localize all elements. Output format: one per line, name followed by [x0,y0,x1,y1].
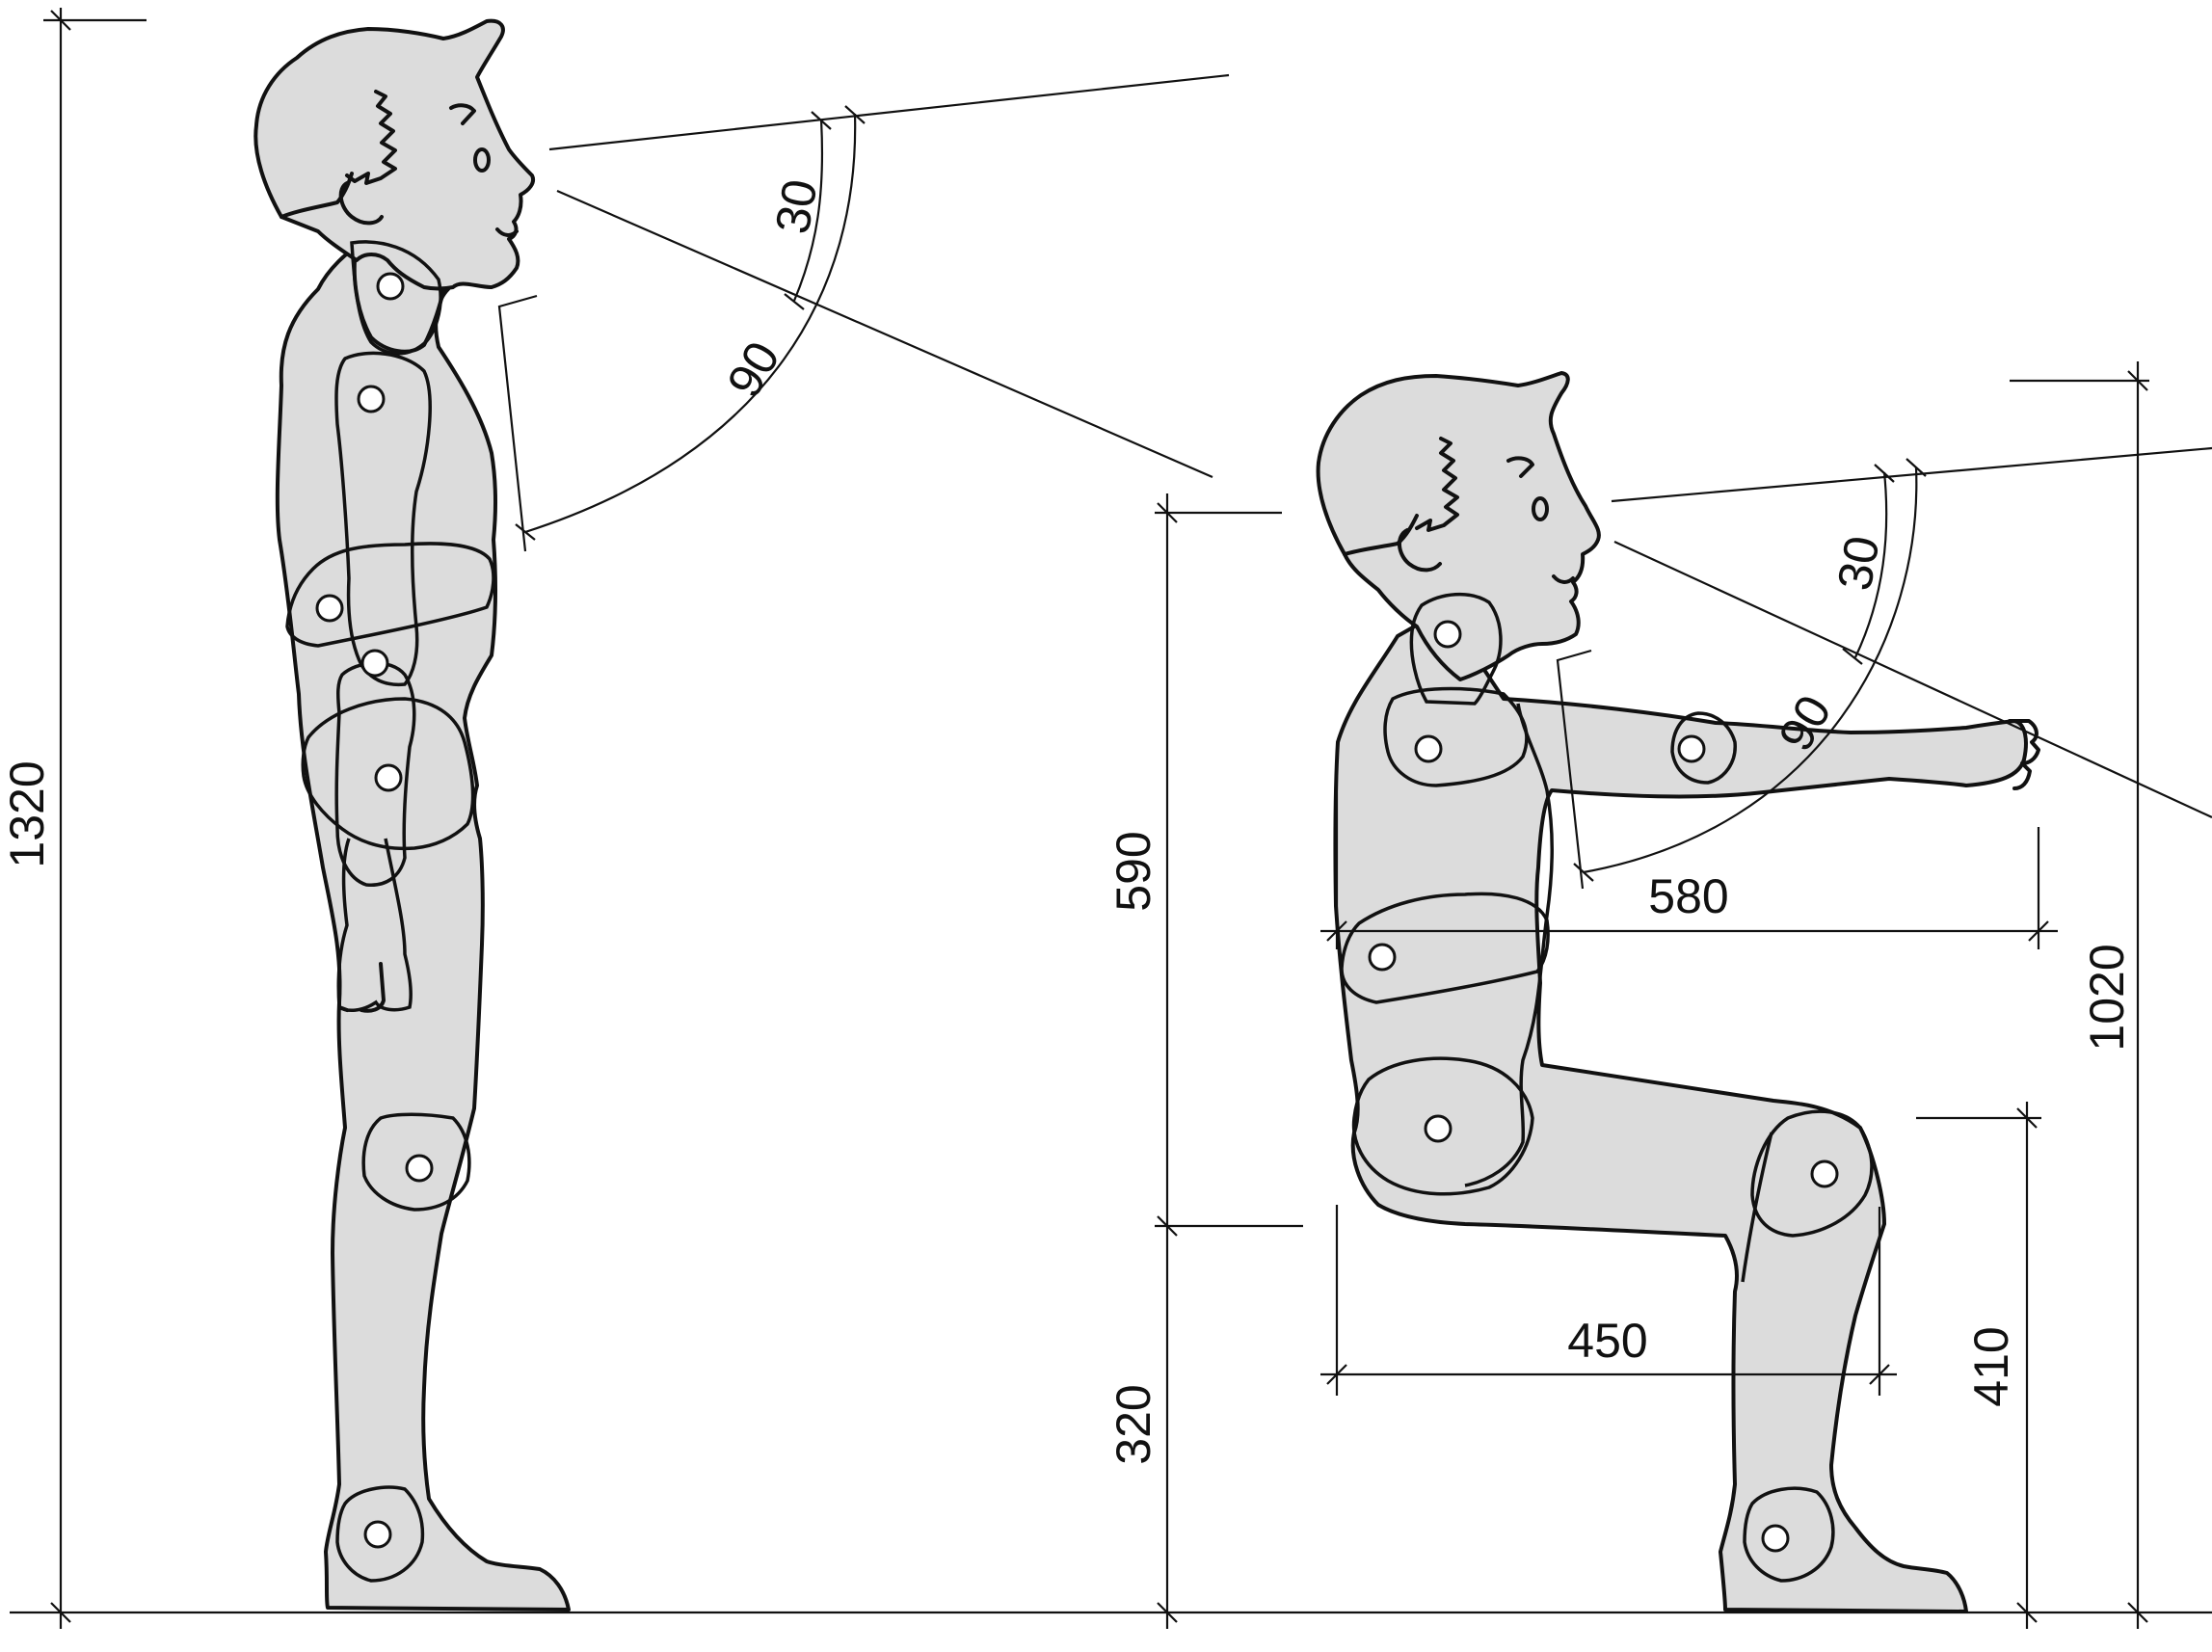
squatting-arc-tick-2 [1906,458,1927,477]
standing-head [253,18,535,291]
standing-arc-tick-3 [784,293,805,310]
squatting-seat-height-label: 320 [1106,1384,1160,1464]
squatting-joint-knee [1810,1159,1839,1188]
squatting-knee-outline [1750,1109,1874,1238]
squatting-arc-tick-1 [1874,464,1895,483]
standing-sight-lower [556,189,1213,479]
squatting-shoulder-outline [1383,686,1529,787]
standing-arc-30 [792,119,824,302]
standing-hair [280,90,397,219]
squatting-brow [1506,456,1534,478]
squatting-sight-lower [1613,541,2212,818]
standing-arc-90 [524,113,857,534]
squatting-joint-pelvis [1368,943,1397,972]
squatting-body-silhouette [1333,615,2028,1613]
standing-joint-neck [376,272,405,301]
standing-upper-arm-outline [334,351,432,687]
squatting-upper-height-label: 590 [1106,831,1160,911]
squatting-mouth [1552,574,1575,584]
squatting-figure: 30 90 590 320 1020 410 580 [1106,361,2212,1629]
squatting-joint-elbow [1677,734,1706,763]
squatting-joint-ankle [1761,1524,1790,1553]
squatting-left-tick-top [1157,502,1178,523]
standing-sight-upper [548,73,1230,151]
squatting-joint-neck [1433,620,1462,649]
standing-ear [338,181,384,226]
squatting-overall-height-label: 1020 [2080,944,2134,1051]
squatting-joint-hip [1424,1114,1452,1143]
squatting-pelvis-outline [1340,892,1550,1004]
squatting-knee-tick-bottom [2016,1602,2038,1623]
squatting-arc-90 [1583,466,1918,874]
standing-brow [449,103,476,125]
standing-body-silhouette [275,239,571,1612]
squatting-arc-30 [1854,471,1888,658]
standing-figure: 30 90 1320 [0,8,1230,1629]
standing-pelvis-outline [285,542,495,648]
standing-height-tick-top [50,10,71,31]
squatting-chin-reference [1556,649,1592,890]
squatting-sight-upper [1611,446,2212,503]
squatting-overall-tick-bottom [2127,1602,2148,1623]
standing-arc-tick-4 [515,523,536,541]
squatting-arc-tick-3 [1842,648,1863,665]
squatting-ear [1398,528,1442,573]
standing-hand [337,952,386,1013]
squatting-reach-tick-right [2028,920,2049,942]
squatting-joint-shoulder [1414,734,1443,763]
standing-joint-ankle [363,1520,392,1549]
standing-height-tick-bottom [50,1602,71,1623]
standing-joint-knee [405,1154,434,1183]
standing-forearm-outline [336,838,413,1013]
standing-angle-30-label: 30 [765,175,828,238]
squatting-reach-label: 580 [1648,869,1728,923]
squatting-shin-outline [1741,1132,1773,1283]
standing-angle-90-label: 90 [717,333,790,406]
squatting-left-tick-mid [1157,1215,1178,1237]
squatting-knee-tick-top [2016,1107,2038,1129]
squatting-eye [1532,496,1549,521]
squatting-fist [2008,719,2040,790]
squatting-torso-outline [1464,703,1554,1187]
standing-joint-shoulder [357,385,386,413]
squatting-thigh-tick-right [1869,1364,1890,1385]
standing-joint-pelvis [315,594,344,623]
squatting-thigh-tick-left [1326,1364,1347,1385]
squatting-hip-outline [1351,1056,1534,1196]
standing-thigh-outline [301,697,475,851]
squatting-knee-height-label: 410 [1964,1326,2018,1406]
standing-mouth [495,227,519,237]
squatting-thigh-depth-label: 450 [1567,1314,1647,1368]
standing-shoulder-outline [350,240,442,356]
squatting-ankle-outline [1743,1486,1835,1583]
squatting-overall-tick-top [2127,370,2148,391]
squatting-reach-tick-left [1326,920,1347,942]
squatting-left-tick-bottom [1157,1602,1178,1623]
standing-knee-outline [361,1112,471,1212]
squatting-elbow-outline [1670,711,1737,785]
standing-arc-tick-1 [811,111,832,130]
standing-eye [473,147,491,173]
standing-chin-reference [497,294,538,552]
squatting-arc-tick-4 [1573,863,1594,882]
standing-ankle-outline [335,1485,425,1583]
standing-arc-tick-2 [844,105,866,124]
standing-joint-elbow [360,649,389,678]
squatting-angle-30-label: 30 [1827,532,1890,595]
standing-height-label: 1320 [0,760,54,867]
squatting-head [1316,371,1601,681]
standing-joint-hip [374,763,403,792]
